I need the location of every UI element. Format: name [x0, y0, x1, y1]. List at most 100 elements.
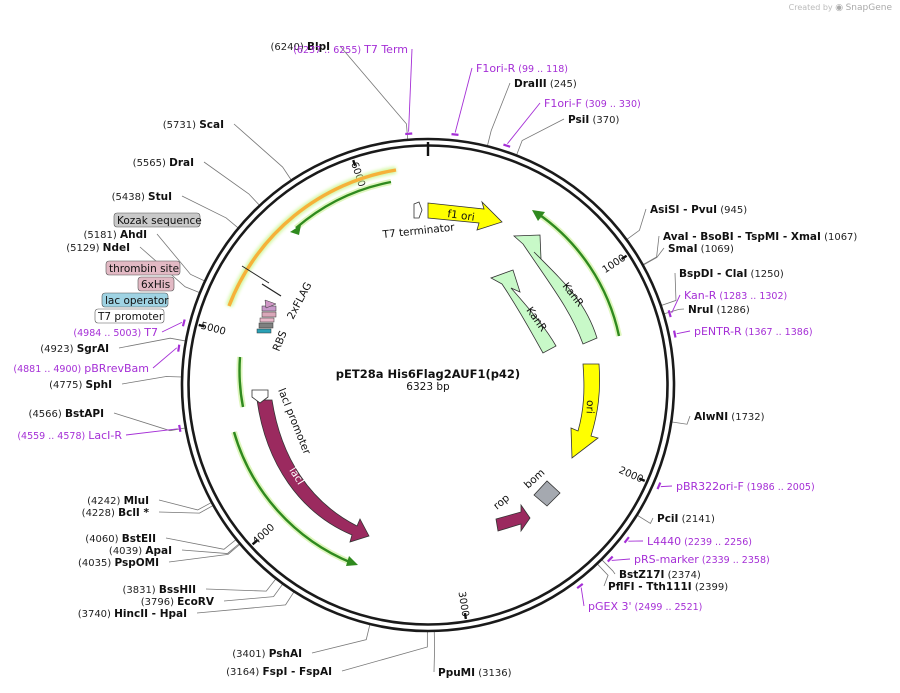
primer-label: F1ori-R (99 .. 118) [476, 62, 568, 75]
site-position: (5438) [112, 192, 148, 203]
site-label: PsiI (370) [568, 114, 619, 126]
leader-lines [113, 45, 691, 673]
feature-rop [495, 503, 531, 533]
watermark-brand: SnapGene [845, 3, 892, 13]
primer-name: pBR322ori-F [676, 480, 744, 493]
primer-mark [672, 330, 677, 338]
primer-name: pRS-marker [634, 553, 699, 566]
site-label: (4035) PspOMI [78, 557, 159, 569]
site-position: (1250) [747, 269, 784, 280]
site-position: (3740) [78, 609, 114, 620]
site-position: (3401) [232, 649, 268, 660]
green-arc-right [536, 212, 621, 337]
primer-leader-line [507, 102, 541, 145]
orange-arc-top-left [227, 168, 397, 307]
primer-leader-line [580, 587, 585, 607]
site-position: (4566) [29, 409, 65, 420]
site-leader-line [181, 542, 240, 554]
label-rbs: RBS [271, 329, 290, 353]
primer-name: Kan-R [684, 289, 717, 302]
site-name: BstAPI [65, 408, 104, 420]
site-position: (4775) [49, 380, 85, 391]
site-name: EcoRV [177, 596, 215, 608]
site-label: BstZ17I (2374) [619, 569, 701, 581]
site-label: (4242) MluI [87, 495, 149, 507]
site-name: AsiSI - PvuI [650, 204, 717, 216]
label-t7-terminator: T7 terminator [381, 221, 456, 241]
site-leader-line [636, 514, 654, 525]
site-leader-line [118, 337, 187, 349]
backbone [180, 137, 676, 633]
snapgene-logo-icon: ◉ [835, 3, 844, 13]
box-thrombin-text: thrombin site [109, 263, 179, 275]
feature-t7-promoter-arrow [264, 299, 277, 309]
tick-mark [463, 612, 468, 620]
small-feature-tick-1 [261, 283, 282, 297]
site-position: (6240) [271, 42, 307, 53]
primer-leader-line [161, 321, 183, 333]
green-arc-top-head [290, 225, 301, 235]
feature-bom [533, 480, 561, 507]
site-label: (4060) BstEII [85, 533, 156, 545]
tick-label: 5000 [199, 321, 226, 338]
primer-range: (2239 .. 2256) [681, 537, 752, 548]
tick-label: 2000 [617, 465, 645, 485]
site-label: (3831) BssHII [122, 584, 196, 596]
site-position: (5731) [163, 120, 199, 131]
box-t7-promoter [94, 308, 165, 324]
site-name: HincII - HpaI [114, 608, 187, 620]
primer-range: (2499 .. 2521) [632, 602, 703, 613]
primer-range: (4881 .. 4900) [13, 364, 84, 375]
primer-range: (4559 .. 4578) [17, 431, 88, 442]
site-position: (1069) [698, 244, 735, 255]
site-name: FspI - FspAI [263, 666, 333, 678]
site-label: SmaI (1069) [668, 243, 734, 255]
label-2xflag: 2xFLAG [285, 280, 314, 321]
site-name: SphI [86, 379, 112, 391]
site-label: PciI (2141) [657, 513, 715, 525]
primer-leader-line [152, 347, 178, 369]
site-leader-line [433, 630, 436, 673]
site-label: NruI (1286) [688, 304, 750, 316]
primer-label: pBR322ori-F (1986 .. 2005) [676, 480, 815, 493]
primer-leader-line [676, 330, 691, 335]
site-name: StuI [148, 191, 172, 203]
green-arc-left-small [238, 356, 245, 408]
site-leader-line [113, 412, 186, 432]
tick-label: 3000 [456, 591, 471, 618]
primer-mark [576, 582, 584, 589]
green-arcs [225, 166, 622, 566]
site-position: (4060) [85, 534, 121, 545]
site-leader-line [642, 247, 665, 266]
box-kozak-text: Kozak sequence [117, 215, 202, 227]
site-leader-line [158, 499, 212, 511]
site-name: BstZ17I [619, 569, 664, 581]
primer-label: pGEX 3' (2499 .. 2521) [588, 600, 702, 613]
tick-label: 1000 [601, 253, 628, 276]
feature-rbs [258, 322, 274, 329]
feature-arrows [241, 200, 601, 543]
green-arc-left-large [232, 431, 353, 565]
site-name: ApaI [145, 545, 172, 557]
tick-mark [198, 323, 205, 328]
site-position: (1286) [713, 305, 750, 316]
site-name: DraI [169, 157, 194, 169]
site-position: (3136) [475, 668, 512, 679]
feature-f1-ori [427, 200, 503, 231]
feature-lac-operator [256, 328, 272, 334]
primer-range: (1986 .. 2005) [744, 482, 815, 493]
site-leader-line [203, 161, 261, 206]
site-position: (2141) [678, 514, 715, 525]
site-name: NdeI [103, 242, 130, 254]
site-name: SmaI [668, 243, 698, 255]
site-position: (3831) [122, 585, 158, 596]
site-name: PsiI [568, 114, 589, 126]
site-leader-line [158, 504, 214, 514]
site-label: PflFI - Tth111I (2399) [608, 581, 728, 593]
watermark-prefix: Created by [788, 3, 833, 12]
site-position: (5565) [133, 158, 169, 169]
primer-name: F1ori-R [476, 62, 516, 75]
tick-mark [352, 159, 357, 167]
box-6xhis [137, 276, 175, 292]
primer-name: T7 [143, 326, 158, 339]
